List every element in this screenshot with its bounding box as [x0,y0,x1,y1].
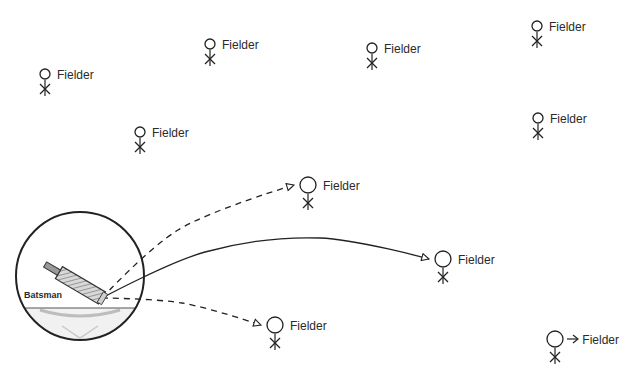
pitch-ground [25,308,136,340]
stick-figure [364,42,380,72]
stick-figure [297,176,319,212]
fielder-label: Fielder [57,68,94,82]
fielder-label: Fielder [152,126,189,140]
fielder-body [532,36,542,46]
fielder-head [533,113,543,123]
fielder-label: Fielder [384,42,421,56]
fielder-node: Fielder [202,38,259,68]
fielder-body [40,84,50,94]
bat-handle [44,262,61,275]
bat-toe [97,292,107,305]
pointer-arrow [566,330,580,348]
fielder-body [205,54,215,64]
fielder-text-holder: Fielder [384,42,421,56]
stick-figure [530,112,546,142]
fielder-label: Fielder [549,20,586,34]
fielder-text-holder: Fielder [549,20,586,34]
fielder-body [303,198,313,208]
batsman-outline [16,212,144,340]
stick-figure [264,316,286,352]
fielder-label: Fielder [458,253,495,267]
fielder-body [135,142,145,152]
fielder-node: Fielder [432,250,495,286]
stick-figure [37,68,53,98]
fielder-node: Fielder [37,68,94,98]
fielder-body [270,338,280,348]
fielder-head [205,39,215,49]
fielder-node: Fielder [544,330,619,366]
fielder-body [438,272,448,282]
fielder-label: Fielder [582,333,619,347]
fielder-node: Fielder [132,126,189,156]
fielder-text-holder: Fielder [57,68,94,82]
fielder-body [533,128,543,138]
fielder-body [270,338,280,348]
fielder-body [303,198,313,208]
fielder-text-holder: Fielder [582,333,619,347]
bat-blade [55,267,105,304]
fielder-text-holder: Fielder [152,126,189,140]
fielder-head [267,317,283,333]
stick-figure [544,330,566,366]
hit-arrow [102,185,294,298]
fielder-head [135,127,145,137]
crease-line [25,307,136,308]
fielder-text-holder: Fielder [323,179,360,193]
stick-figure [132,126,148,156]
fielder-text-holder: Fielder [458,253,495,267]
fielder-node: Fielder [264,316,327,352]
fielder-head [547,331,563,347]
fielder-node: Fielder [530,112,587,142]
pitch-chevron [62,326,98,338]
fielder-text-holder: Fielder [550,112,587,126]
fielder-node: Fielder [297,176,360,212]
batsman-illustration [14,210,146,342]
fielder-body [205,54,215,64]
stick-figure [529,20,545,50]
stick-figure [202,38,218,68]
fielder-head [300,177,316,193]
batsman-circle: Batsman [14,210,146,342]
fielder-label: Fielder [323,179,360,193]
fielder-head [367,43,377,53]
batsman-text-holder: Batsman [24,290,62,301]
fielder-node: Fielder [529,20,586,50]
fielder-head [532,21,542,31]
batsman-label: Batsman [24,290,62,301]
fielder-label: Fielder [222,38,259,52]
fielder-body [533,128,543,138]
fielder-body [367,58,377,68]
stick-figure [432,250,454,286]
fielder-text-holder: Fielder [290,319,327,333]
fielder-body [40,84,50,94]
fielder-text-holder: Fielder [222,38,259,52]
fielder-body [532,36,542,46]
pitch-mark [40,310,120,316]
fielder-label: Fielder [550,112,587,126]
fielder-head [40,69,50,79]
fielder-body [550,352,560,362]
hit-arrow [102,238,429,298]
fielder-body [550,352,560,362]
fielder-head [435,251,451,267]
pointer-shaft [567,338,577,339]
fielder-body [438,272,448,282]
fielder-label: Fielder [290,319,327,333]
fielder-body [135,142,145,152]
fielder-body [367,58,377,68]
pointer-head [573,335,578,343]
fielder-node: Fielder [364,42,421,72]
